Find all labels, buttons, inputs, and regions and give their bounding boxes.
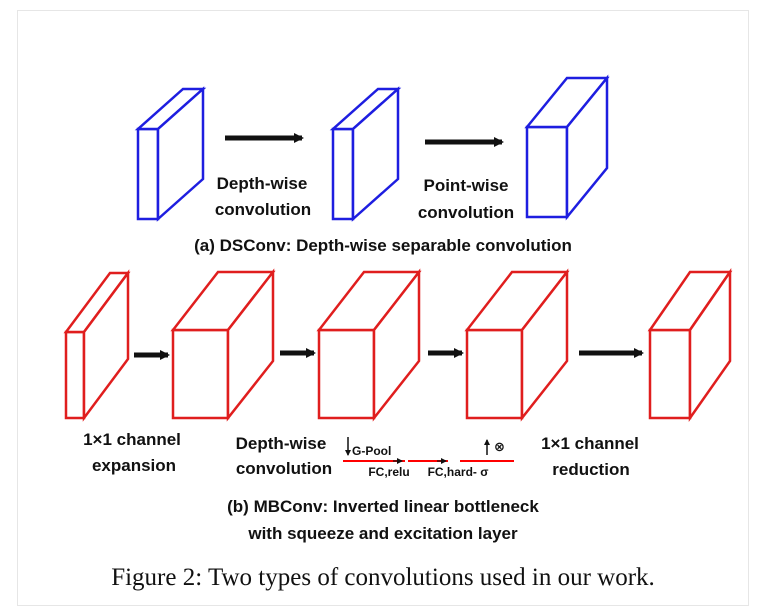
dsconv-input-block: [134, 86, 207, 222]
dsconv-subcaption: (a) DSConv: Depth-wise separable convolu…: [194, 236, 572, 255]
dsconv-pointwise-block: [524, 74, 610, 221]
mbconv-subcaption-2: with squeeze and excitation layer: [247, 524, 518, 543]
mbconv-depthwise-label-1: Depth-wise: [236, 434, 327, 453]
mbconv-reduction-label-2: reduction: [552, 460, 629, 479]
dsconv-pointwise-label-2: convolution: [418, 203, 514, 222]
figure-border: [17, 10, 749, 606]
mbconv-input-block: [63, 269, 131, 422]
dsconv-depthwise-label-1: Depth-wise: [217, 174, 308, 193]
mbconv-expanded-block: [170, 268, 276, 422]
mbconv-output-block: [647, 267, 733, 422]
mbconv-subcaption-1: (b) MBConv: Inverted linear bottleneck: [227, 497, 539, 516]
mbconv-reduction-label-1: 1×1 channel: [541, 434, 639, 453]
mbconv-expansion-label-1: 1×1 channel: [83, 430, 181, 449]
dsconv-pointwise-label-1: Point-wise: [423, 176, 508, 195]
mbconv-se-block: [464, 268, 570, 422]
se-fc-relu-label: FC,relu: [368, 465, 409, 479]
dsconv-depthwise-block: [329, 86, 402, 222]
mbconv-depthwise-label-2: convolution: [236, 459, 332, 478]
se-multiply-icon: ⊗: [494, 439, 505, 454]
se-fc-hard-label: FC,hard- σ: [428, 465, 489, 479]
se-gpool-label: G-Pool: [352, 444, 391, 458]
se-pipeline: G-Pool FC,relu FC,hard- σ ⊗: [343, 437, 514, 479]
mbconv-depthwise-block: [316, 268, 422, 422]
figure-caption: Figure 2: Two types of convolutions used…: [111, 564, 655, 591]
dsconv-depthwise-label-2: convolution: [215, 200, 311, 219]
mbconv-expansion-label-2: expansion: [92, 456, 176, 475]
